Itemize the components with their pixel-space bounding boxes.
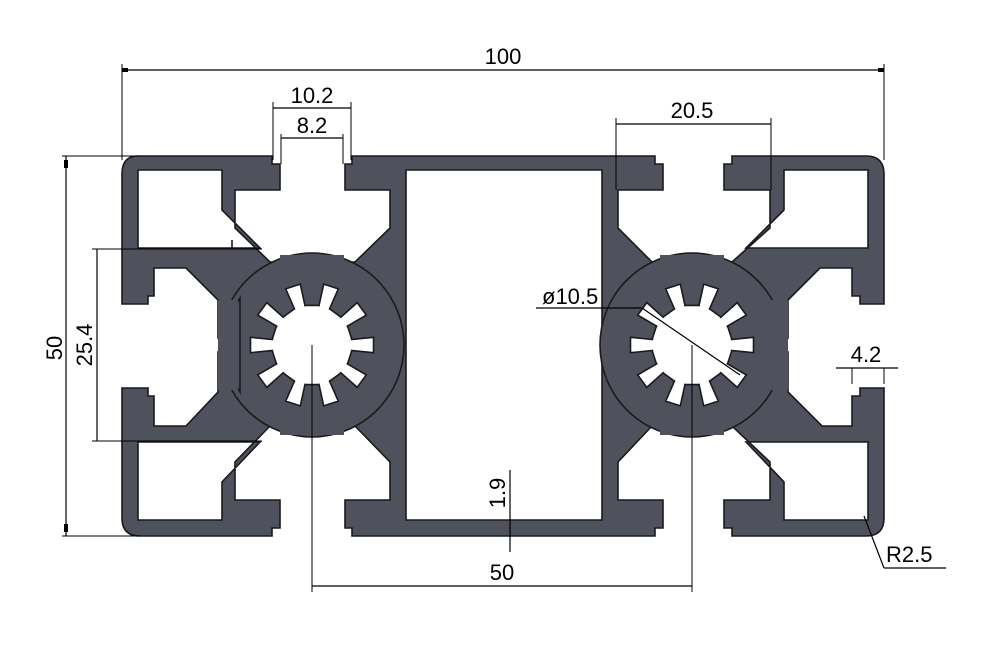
dim-slot-inner: 8.2 xyxy=(280,113,344,164)
dim-overall-height: 50 xyxy=(42,155,140,537)
dim-core-hole: ø10.5 xyxy=(536,284,741,376)
dim-core-distance: 50 xyxy=(311,345,693,592)
dim-core-distance-label: 50 xyxy=(490,560,514,585)
dim-slot-outer: 10.2 xyxy=(272,83,352,160)
dim-wall-thickness-label: 1.9 xyxy=(485,478,510,509)
dim-overall-height-label: 50 xyxy=(42,336,67,360)
core-webs xyxy=(218,255,788,435)
dim-lip-width: 4.2 xyxy=(836,342,898,384)
dim-overall-width: 100 xyxy=(121,44,885,160)
dim-slot-spacing: 25.4 xyxy=(72,248,262,442)
dim-slot-inner-label: 8.2 xyxy=(297,113,328,138)
dim-overall-width-label: 100 xyxy=(485,44,522,69)
dim-core-hole-label: ø10.5 xyxy=(542,284,598,309)
dim-slot-outer-label: 10.2 xyxy=(291,83,334,108)
dim-wall-thickness: 1.9 xyxy=(485,470,511,552)
dim-slot-width: 20.5 xyxy=(615,98,772,190)
dim-slot-spacing-label: 25.4 xyxy=(72,324,97,367)
dim-lip-width-label: 4.2 xyxy=(851,342,882,367)
dim-corner-radius: R2.5 xyxy=(863,515,946,569)
dim-slot-width-label: 20.5 xyxy=(671,98,714,123)
dim-corner-radius-label: R2.5 xyxy=(886,542,932,567)
